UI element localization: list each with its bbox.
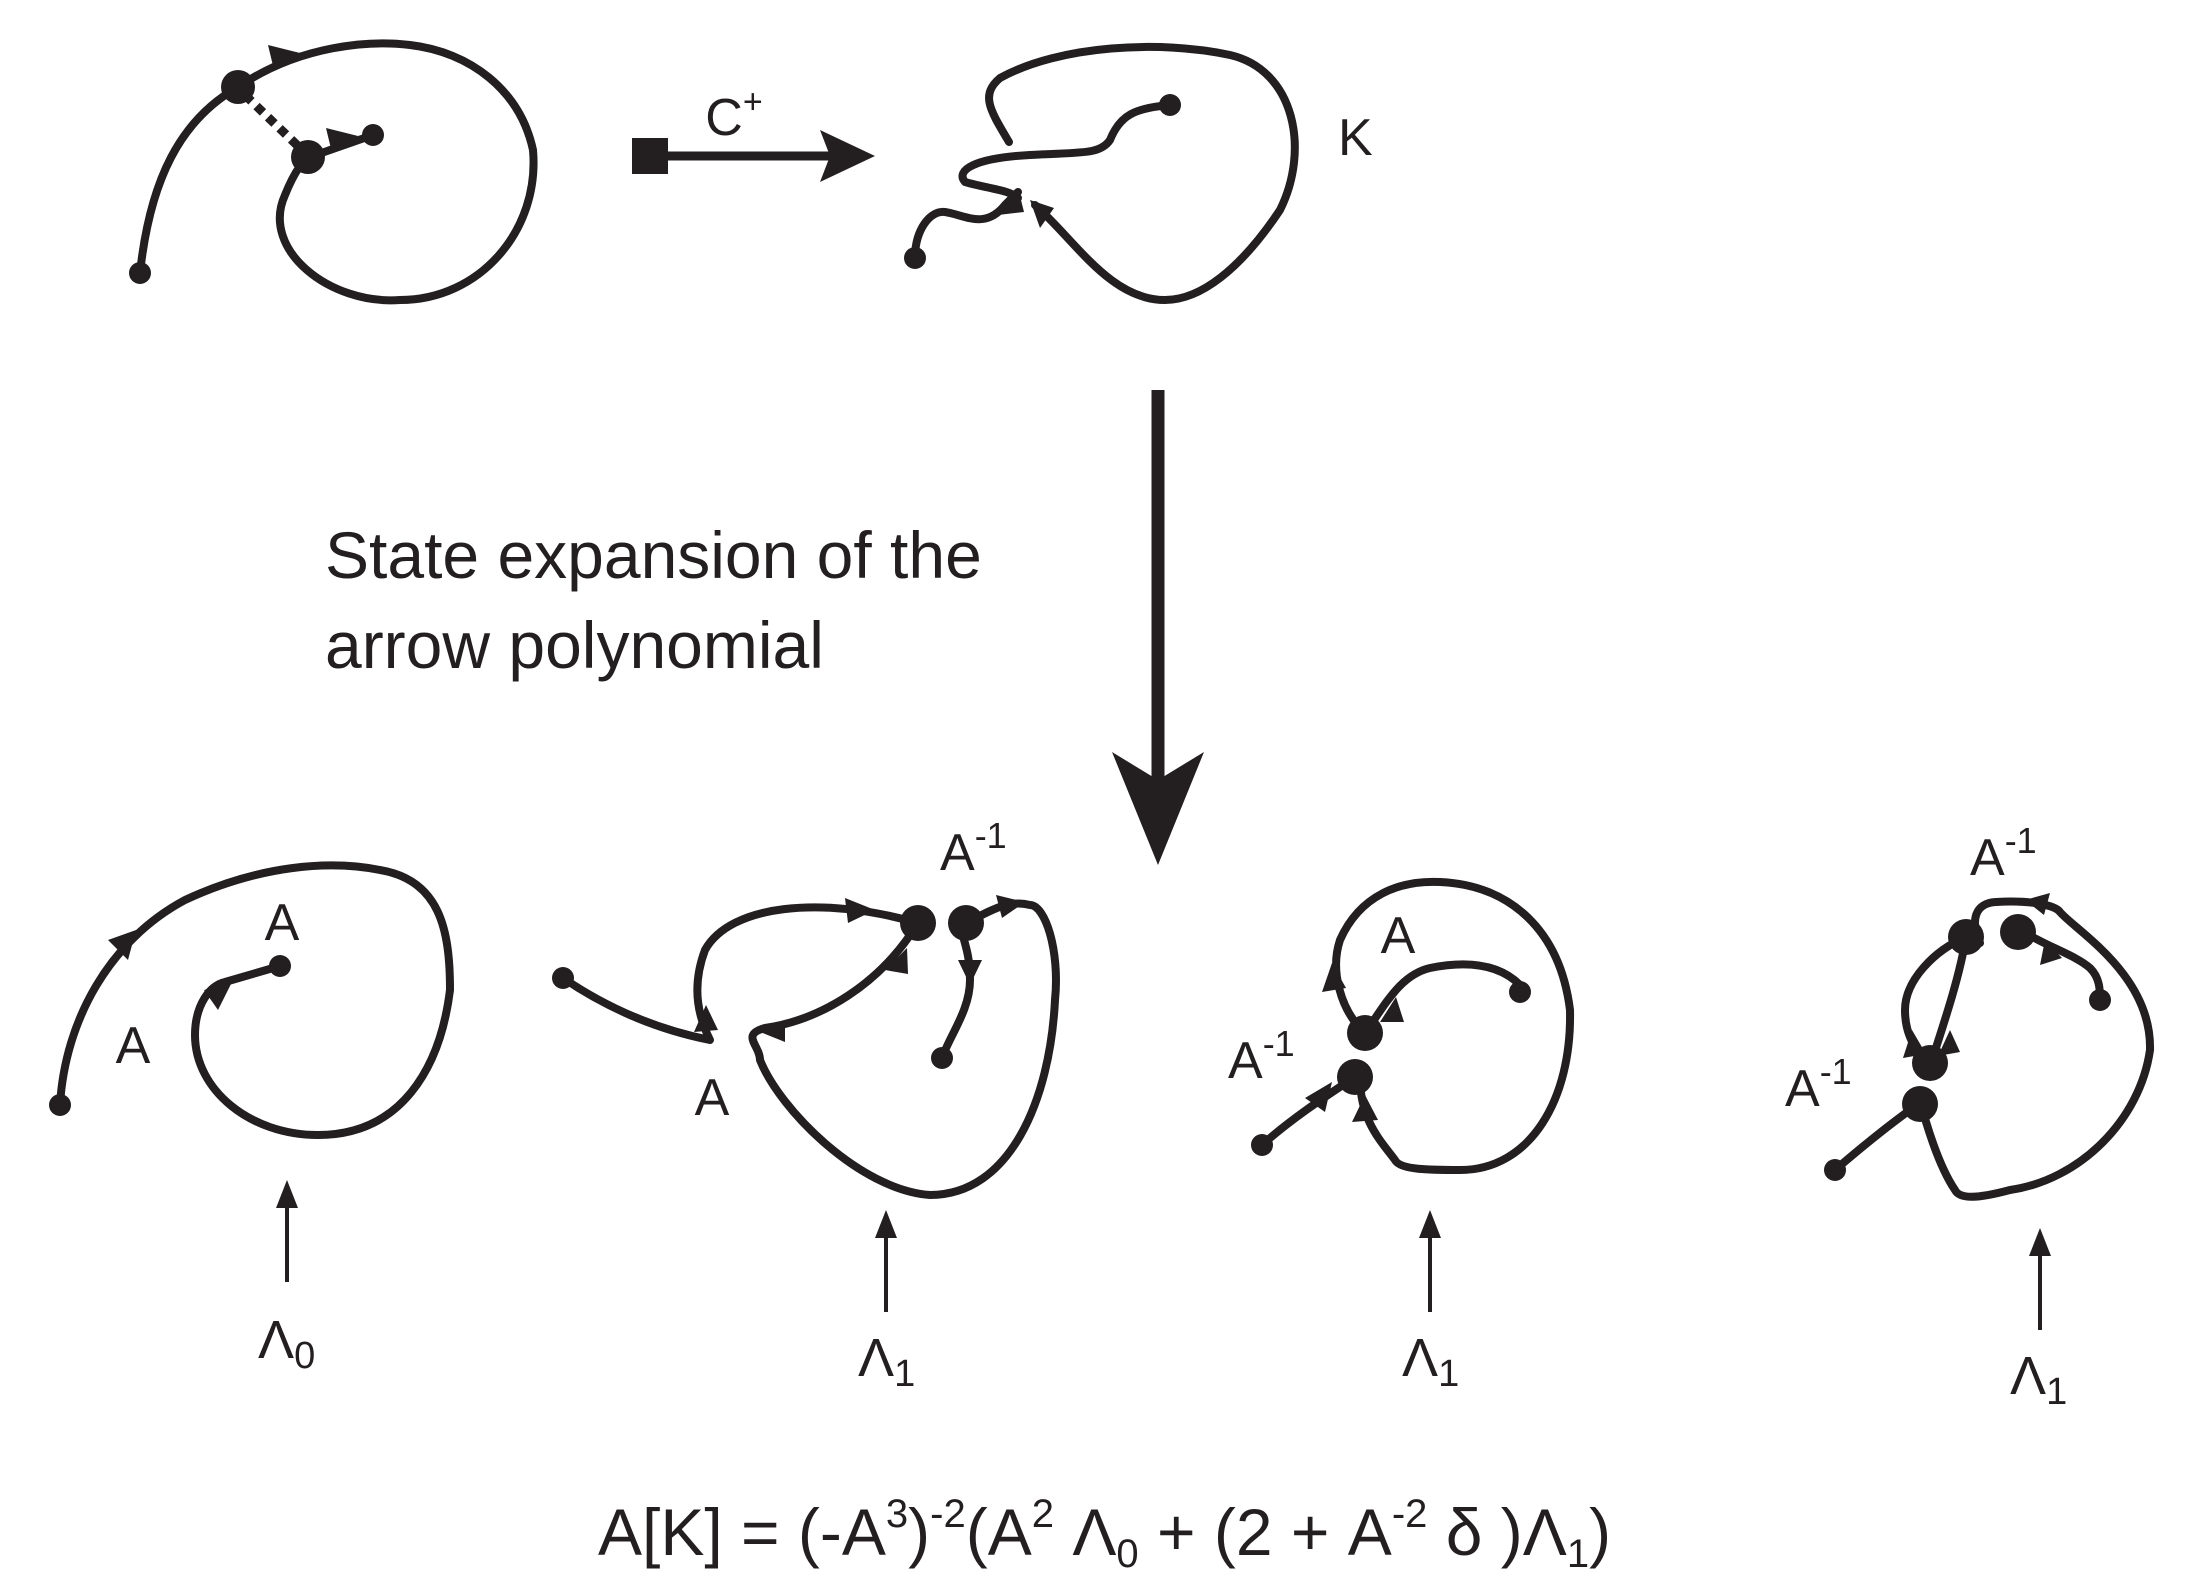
endpoint-dot bbox=[269, 955, 291, 977]
endpoint-dot bbox=[129, 262, 151, 284]
cusp-arrow-icon bbox=[268, 45, 300, 70]
endpoint-dot bbox=[931, 1047, 953, 1069]
cusp-arrow-icon bbox=[2040, 940, 2062, 965]
cusp-arrow-icon bbox=[2025, 893, 2050, 915]
cusp-arrow-icon bbox=[1903, 1030, 1926, 1058]
cusp-arrow-icon bbox=[1380, 997, 1404, 1022]
classical-crossing-dot bbox=[900, 905, 936, 941]
arrow-polynomial-formula: A[K] = (-A3)-2(A2 Λ0 + (2 + A-2 δ )Λ1) bbox=[598, 1492, 1611, 1576]
arrow-head-icon bbox=[820, 130, 875, 182]
endpoint-dot bbox=[2089, 989, 2111, 1011]
lambda-label: Λ1 bbox=[1402, 1328, 1459, 1395]
cusp-arrow-icon bbox=[845, 898, 875, 923]
state-weight-label: A-1 bbox=[1785, 1051, 1852, 1118]
endpoint-dot bbox=[552, 967, 574, 989]
state-curve bbox=[1332, 877, 1575, 1174]
state-weight-label: A bbox=[695, 1069, 730, 1127]
lambda-label: Λ1 bbox=[858, 1328, 915, 1395]
cusp-arrow-icon bbox=[760, 1020, 785, 1042]
state-weight-label: A-1 bbox=[1970, 820, 2037, 887]
state-curve bbox=[1916, 897, 2155, 1201]
state-diagram-2: A A-1 bbox=[552, 815, 1060, 1199]
state-curve bbox=[1361, 960, 1527, 1037]
arrow-head-icon bbox=[875, 1210, 897, 1238]
virtual-crossing-dashed-line bbox=[241, 91, 304, 152]
state-weight-label: A-1 bbox=[940, 815, 1007, 882]
classical-crossing-dot bbox=[1347, 1015, 1383, 1051]
cusp-arrow-icon bbox=[1322, 963, 1346, 992]
endpoint-dot bbox=[49, 1094, 71, 1116]
cusp-arrow-icon bbox=[885, 948, 908, 974]
classical-crossing-dot bbox=[291, 140, 325, 174]
knot-strand bbox=[958, 101, 1174, 202]
arrow-head-icon bbox=[276, 1180, 298, 1208]
endpoint-dot bbox=[1509, 981, 1531, 1003]
knot-curve bbox=[136, 39, 538, 305]
state-weight-label: A bbox=[116, 1017, 151, 1075]
knot-strand bbox=[911, 188, 1022, 262]
knot-curve bbox=[985, 42, 1299, 304]
state-result-2: Λ1 bbox=[858, 1210, 915, 1395]
lambda-label: Λ0 bbox=[258, 1310, 315, 1377]
caption-line-2: arrow polynomial bbox=[325, 608, 824, 682]
classical-crossing-dot bbox=[2000, 914, 2036, 950]
cusp-arrow-icon bbox=[1030, 200, 1054, 228]
arrow-head-icon bbox=[1112, 752, 1204, 865]
caption-line-1: State expansion of the bbox=[325, 518, 982, 592]
cusp-arrow-icon bbox=[998, 188, 1024, 215]
state-weight-label: A bbox=[265, 894, 300, 952]
cusp-arrow-icon bbox=[694, 1005, 718, 1032]
operation-arrow: C+ bbox=[632, 83, 875, 182]
classical-crossing-dot bbox=[1337, 1059, 1373, 1095]
endpoint-dot bbox=[362, 124, 384, 146]
knot-label: K bbox=[1338, 109, 1373, 167]
endpoint-dot bbox=[1251, 1134, 1273, 1156]
state-diagram-1: A A bbox=[49, 861, 454, 1139]
classical-crossing-dot bbox=[1902, 1086, 1938, 1122]
state-curve bbox=[748, 899, 1060, 1199]
endpoint-dot bbox=[1159, 94, 1181, 116]
state-result-1: Λ0 bbox=[258, 1180, 315, 1377]
arrow-head-icon bbox=[2029, 1228, 2051, 1256]
cusp-arrow-icon bbox=[204, 982, 232, 1010]
classical-crossing-dot bbox=[1948, 919, 1984, 955]
state-result-3: Λ1 bbox=[1402, 1210, 1459, 1395]
cusp-arrow-icon bbox=[108, 930, 136, 960]
endpoint-dot bbox=[904, 247, 926, 269]
knot-k-diagram: K bbox=[904, 42, 1373, 304]
cusp-arrow-icon bbox=[996, 895, 1025, 918]
state-curve bbox=[56, 861, 454, 1139]
cusp-arrow-icon bbox=[1938, 1030, 1960, 1056]
cusp-arrow-icon bbox=[1352, 1095, 1378, 1122]
state-diagram-4: A-1 A-1 bbox=[1785, 820, 2155, 1201]
state-weight-label: A bbox=[1381, 907, 1416, 965]
state-diagram-3: A A-1 bbox=[1228, 877, 1575, 1174]
cusp-arrow-icon bbox=[326, 128, 358, 153]
state-result-4: Λ1 bbox=[2010, 1228, 2067, 1413]
state-curve bbox=[938, 921, 974, 1062]
source-knot-diagram bbox=[129, 39, 538, 305]
state-curve bbox=[559, 903, 922, 1044]
lambda-label: Λ1 bbox=[2010, 1346, 2067, 1413]
operation-label: C+ bbox=[705, 83, 762, 147]
state-weight-label: A-1 bbox=[1228, 1023, 1295, 1090]
endpoint-dot bbox=[1824, 1159, 1846, 1181]
arrow-head-icon bbox=[1419, 1210, 1441, 1238]
classical-crossing-dot bbox=[948, 905, 984, 941]
state-expansion-arrow bbox=[1112, 390, 1204, 865]
cusp-arrow-icon bbox=[1305, 1082, 1332, 1112]
cusp-arrow-icon bbox=[958, 960, 982, 985]
arrow-tail-square bbox=[632, 138, 668, 174]
